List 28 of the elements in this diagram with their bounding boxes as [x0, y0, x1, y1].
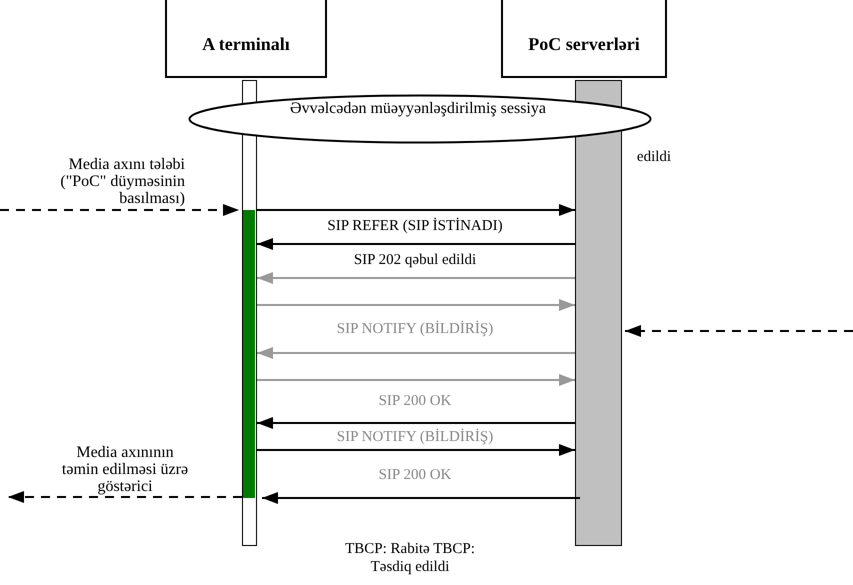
edge-label: Media axınının təmin edilməsi üzrə göstərici [60, 444, 190, 495]
dashed-arrow [8, 491, 242, 503]
message-label: edildi [636, 148, 672, 166]
message-arrow [257, 204, 575, 216]
dashed-arrow [0, 204, 239, 216]
message-label: SIP REFER (SIP İSTİNADI) [326, 217, 504, 235]
lifeline-bar [242, 80, 257, 546]
message-label: SIP 200 OK [378, 392, 452, 410]
message-label: SIP NOTIFY (BİLDİRİŞ) [336, 428, 494, 446]
dashed-arrow [625, 325, 853, 337]
message-arrow [257, 238, 575, 250]
edge-label: Media axını tələbi ("PoC" düyməsinin basılması) [59, 156, 185, 207]
activation-bar [243, 210, 255, 498]
message-label: TBCP: Rabitə TBCP: Təsdiq edildi [344, 540, 476, 576]
message-label: SIP 200 OK [378, 466, 452, 484]
lifeline-bar [575, 80, 622, 546]
session-label: Əvvəlcədən müəyyənləşdirilmiş sessiya [289, 99, 547, 119]
message-arrow [257, 272, 575, 284]
message-arrow [262, 492, 580, 504]
message-label: SIP 202 qəbul edildi [352, 251, 478, 269]
message-arrow [257, 444, 575, 456]
message-label: SIP NOTIFY (BİLDİRİŞ) [336, 320, 494, 338]
message-arrow [257, 299, 575, 311]
message-arrow [257, 374, 575, 386]
message-arrow [257, 347, 575, 359]
participant-box: A terminalı [165, 0, 327, 78]
participant-box: PoC serverləri [501, 0, 667, 78]
message-arrow [257, 417, 575, 429]
